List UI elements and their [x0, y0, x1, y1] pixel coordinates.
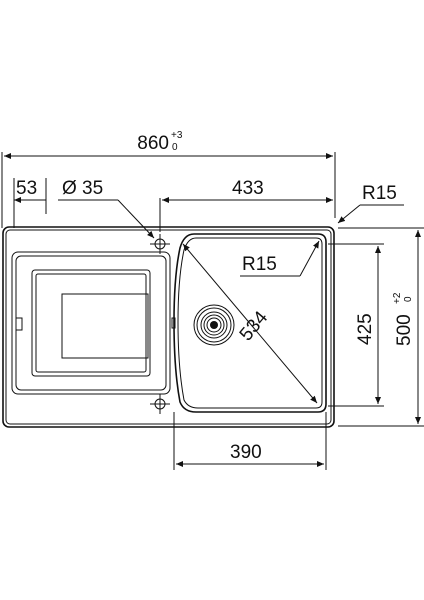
tap-hole-label: Ø 35: [62, 178, 103, 199]
tap-hole-dimension: Ø 35: [58, 178, 155, 239]
overall-width-label: 860: [137, 133, 169, 154]
sink-inner-edge: [5, 229, 332, 425]
left-offset-dimension: 53: [13, 178, 47, 228]
outer-radius-label: R15: [362, 183, 397, 204]
sink-outline: [2, 226, 335, 428]
tap-hole-crosshair-icon: [150, 234, 170, 254]
total-depth-dimension: 500 +2 0: [338, 227, 424, 427]
bowl-top-width-dimension: 433: [159, 178, 333, 232]
bowl-depth-label: 425: [355, 313, 376, 345]
bowl-depth-dimension: 425: [328, 243, 384, 407]
bowl-radius-label: R15: [242, 254, 277, 275]
overall-width-tol-plus: +3: [171, 130, 183, 141]
overall-width-dimension: 860 +3 0: [1, 130, 336, 228]
overall-width-tol-minus: 0: [172, 142, 178, 153]
outer-radius-dimension: R15: [337, 183, 404, 224]
bowl-top-width-label: 433: [232, 178, 264, 199]
bowl-radius-dimension: R15: [240, 240, 320, 277]
drainer-area: [11, 251, 171, 395]
total-depth-tol-minus: 0: [403, 296, 414, 302]
tap-hole-crosshair-icon: [150, 394, 170, 414]
overflow-slot-icon: [15, 317, 23, 331]
left-offset-label: 53: [16, 178, 37, 199]
sink-outer-edge: [2, 226, 335, 428]
bowl-bottom-width-label: 390: [230, 442, 262, 463]
strainer-waste-icon: [193, 304, 235, 346]
total-depth-label: 500: [394, 314, 415, 346]
total-depth-tol-plus: +2: [392, 292, 403, 304]
bowl-bottom-width-dimension: 390: [173, 412, 327, 470]
